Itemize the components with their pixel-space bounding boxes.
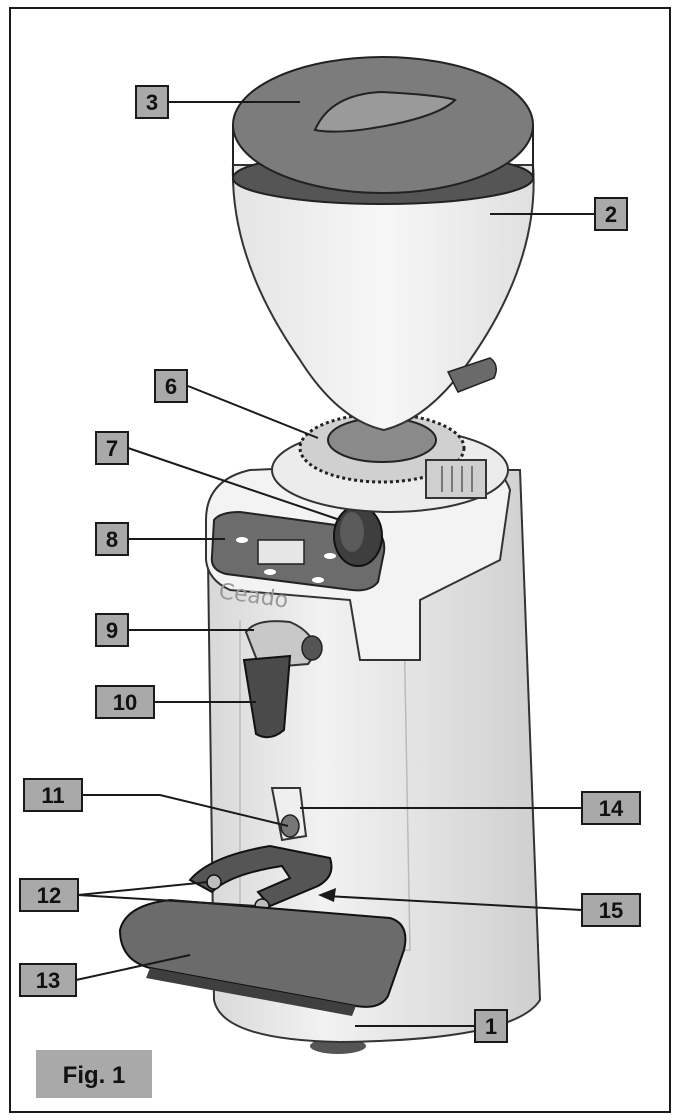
callout-8: 8	[95, 522, 129, 556]
micro-switch	[280, 814, 300, 838]
tray-edge	[146, 968, 356, 1016]
figure-caption: Fig. 1	[36, 1050, 152, 1098]
display-screen	[257, 539, 305, 565]
svg-text:12: 12	[37, 883, 61, 908]
hopper-body	[231, 164, 535, 432]
arrow-15	[318, 888, 336, 902]
panel-button	[312, 577, 324, 583]
knob-face	[340, 512, 364, 552]
svg-text:8: 8	[106, 527, 118, 552]
callout-13: 13	[19, 963, 77, 997]
leader-13	[75, 954, 191, 981]
callout-9: 9	[95, 613, 129, 647]
callout-14: 14	[581, 791, 641, 825]
hopper	[231, 164, 535, 432]
svg-text:14: 14	[599, 796, 624, 821]
callout-3: 3	[135, 85, 169, 119]
spout-assembly	[242, 620, 323, 739]
svg-text:11: 11	[41, 783, 64, 808]
callout-2: 2	[594, 197, 628, 231]
leader-6	[187, 385, 319, 439]
svg-text:2: 2	[605, 202, 617, 227]
leader-lines	[75, 101, 595, 1027]
svg-text:10: 10	[113, 690, 137, 715]
svg-text:9: 9	[106, 618, 118, 643]
leader-12b	[77, 894, 257, 907]
hopper-lever	[446, 357, 497, 393]
callout-10: 10	[95, 685, 155, 719]
tray-mat	[118, 898, 407, 1008]
svg-text:13: 13	[36, 968, 60, 993]
svg-text:6: 6	[165, 374, 177, 399]
clamp-ridges	[441, 466, 473, 492]
tray	[118, 898, 407, 1016]
discharge-spout	[242, 654, 292, 739]
callout-1: 1	[474, 1009, 508, 1043]
callouts: 3 2 6 7 8 9 10 11	[19, 85, 641, 1043]
svg-text:1: 1	[485, 1014, 497, 1039]
main-body	[206, 469, 542, 1044]
callout-11: 11	[23, 778, 83, 812]
grind-ring	[271, 412, 509, 513]
svg-text:3: 3	[146, 90, 158, 115]
caption-box	[36, 1050, 152, 1098]
svg-text:7: 7	[106, 436, 118, 461]
fork-assembly	[188, 787, 333, 914]
svg-text:15: 15	[599, 898, 623, 923]
leader-7	[127, 447, 341, 521]
lid-handle	[313, 90, 457, 133]
fork-screw	[206, 874, 222, 890]
callout-6: 6	[154, 369, 188, 403]
callout-15: 15	[581, 893, 641, 927]
side-clamp	[425, 459, 487, 499]
caption-text: Fig. 1	[63, 1062, 126, 1089]
leader-12a	[77, 881, 209, 896]
callout-7: 7	[95, 431, 129, 465]
panel-button	[236, 537, 248, 543]
lid	[232, 56, 534, 205]
panel-button	[264, 569, 276, 575]
lid-sides	[232, 125, 534, 178]
spout-screw	[301, 635, 323, 661]
leader-15	[325, 895, 583, 911]
leader-11	[82, 794, 289, 827]
callout-12: 12	[19, 878, 79, 912]
panel-button	[324, 553, 336, 559]
portafilter-fork	[188, 844, 333, 908]
